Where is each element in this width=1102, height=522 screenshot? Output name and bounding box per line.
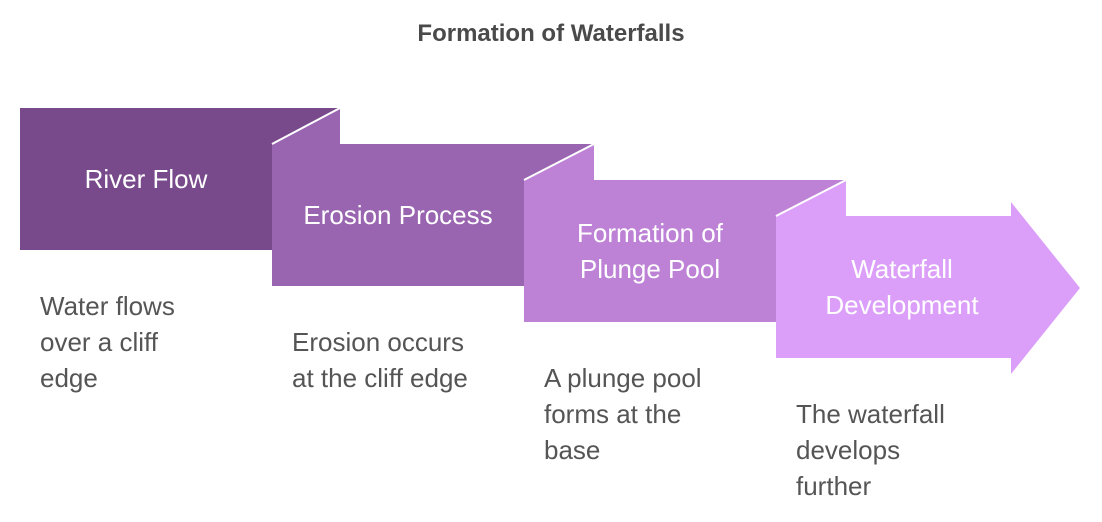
fold-line bbox=[523, 143, 595, 181]
step-box-erosion-process bbox=[272, 144, 594, 286]
step-description-waterfall-development: The waterfall develops further bbox=[796, 396, 945, 504]
fold-line bbox=[271, 107, 341, 145]
step-box-plunge-pool bbox=[524, 180, 846, 322]
desc-line: at the cliff edge bbox=[292, 363, 468, 393]
step-label-plunge-pool: Formation of Plunge Pool bbox=[577, 218, 723, 284]
desc-line: Erosion occurs bbox=[292, 327, 464, 357]
step-label-erosion-process: Erosion Process bbox=[303, 200, 493, 230]
step-arrow-waterfall-development bbox=[776, 202, 1080, 374]
fold-line bbox=[775, 179, 847, 217]
desc-line: base bbox=[544, 435, 601, 465]
step-label-river-flow: River Flow bbox=[84, 164, 208, 194]
desc-line: further bbox=[796, 471, 872, 501]
desc-line: over a cliff bbox=[40, 327, 159, 357]
desc-line: forms at the bbox=[544, 399, 682, 429]
desc-line: A plunge pool bbox=[544, 363, 702, 393]
step-description-plunge-pool: A plunge pool forms at the base bbox=[544, 360, 702, 468]
step-description-river-flow: Water flows over a cliff edge bbox=[40, 288, 175, 396]
diagram-title: Formation of Waterfalls bbox=[417, 20, 685, 47]
desc-line: develops bbox=[796, 435, 901, 465]
desc-line: The waterfall bbox=[796, 399, 945, 429]
step-description-erosion-process: Erosion occurs at the cliff edge bbox=[292, 324, 468, 396]
step-box-river-flow bbox=[20, 108, 340, 250]
step-label-waterfall-development: Waterfall Development bbox=[825, 254, 979, 320]
desc-line: edge bbox=[40, 363, 98, 393]
desc-line: Water flows bbox=[40, 291, 175, 321]
